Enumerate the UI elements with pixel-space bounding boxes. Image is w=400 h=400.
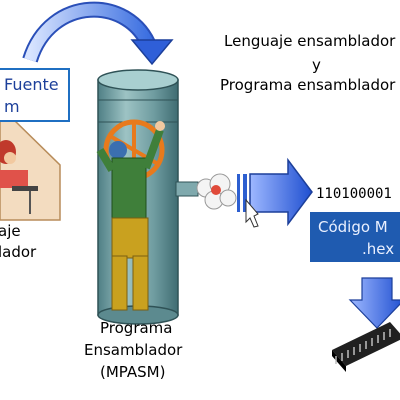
machine-code-line2: .hex — [362, 240, 395, 258]
left-caption-line2: lador — [0, 243, 37, 261]
language-title: Lenguaje ensamblador — [224, 32, 396, 50]
language-conjunction: y — [312, 56, 321, 74]
assembler-caption-line2: Ensamblador — [84, 341, 183, 359]
assembler-caption-line3: (MPASM) — [100, 363, 166, 381]
binary-code-text: 110100001 — [316, 186, 392, 202]
source-box-line2: m — [4, 97, 20, 116]
left-caption-line1: aje — [0, 222, 21, 240]
assembler-caption-line1: Programa — [100, 319, 173, 337]
smoke-puff — [196, 173, 237, 210]
down-arrow — [348, 277, 400, 329]
chip-icon — [332, 322, 400, 372]
source-code-box: Fuente m — [0, 68, 70, 122]
machine-code-line1: Código M — [318, 218, 388, 236]
programmer-house-icon — [0, 119, 61, 221]
language-program-label: Programa ensamblador — [220, 76, 396, 94]
output-arrow — [237, 157, 313, 228]
worker-figure — [96, 121, 165, 311]
machine-code-box: Código M .hex — [310, 212, 400, 262]
source-box-line1: Fuente — [4, 75, 59, 94]
curved-arrow — [22, 1, 174, 66]
